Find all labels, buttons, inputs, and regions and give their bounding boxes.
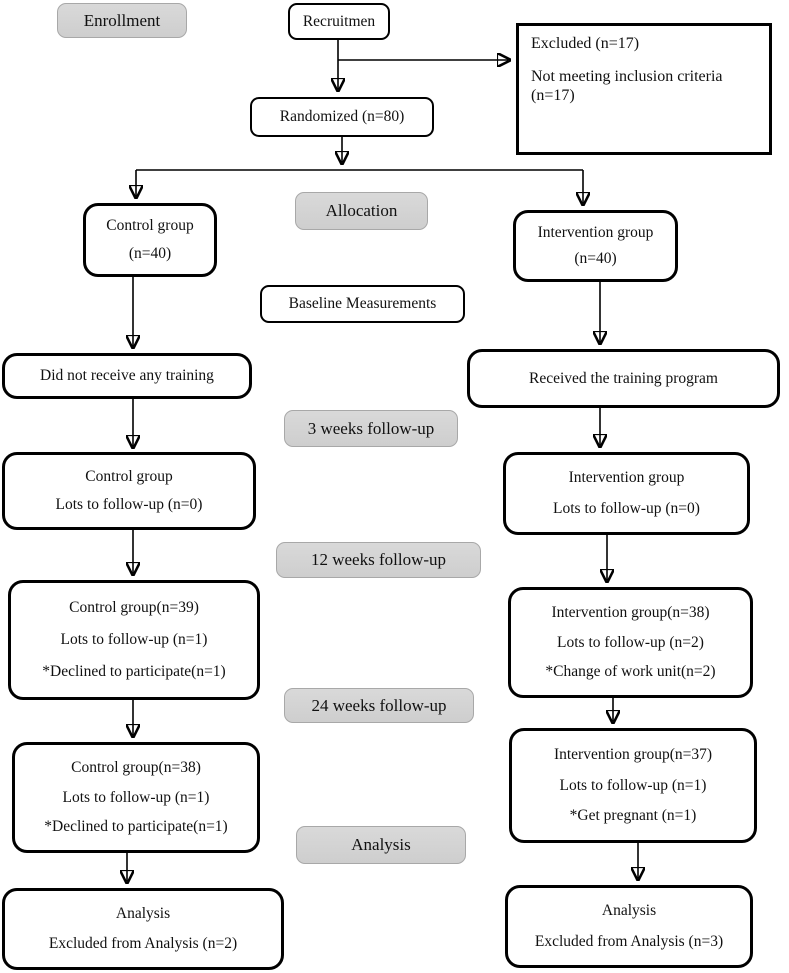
node-line: Received the training program	[529, 369, 718, 387]
stage-label-text: Allocation	[325, 201, 398, 220]
node-line: *Change of work unit(n=2)	[545, 663, 716, 681]
node-line: Lots to follow-up (n=1)	[62, 788, 210, 806]
stage-label-text: 12 weeks follow-up	[310, 550, 447, 569]
node-line: Did not receive any training	[40, 367, 214, 385]
node-intervention-24-weeks: Intervention group(n=37) Lots to follow-…	[509, 728, 757, 843]
node-control-analysis: Analysis Excluded from Analysis (n=2)	[2, 888, 284, 970]
node-line: Lots to follow-up (n=0)	[553, 499, 700, 517]
stage-label-text: Analysis	[351, 835, 411, 854]
node-line: Intervention group(n=37)	[553, 745, 713, 763]
node-control-baseline: Did not receive any training	[2, 353, 252, 399]
stage-label-text: 24 weeks follow-up	[311, 695, 447, 715]
node-control-12-weeks: Control group(n=39) Lots to follow-up (n…	[8, 580, 260, 700]
node-line: Excluded (n=17)	[531, 35, 640, 52]
node-line: (n=40)	[128, 244, 172, 262]
node-line: Intervention group(n=38)	[551, 603, 710, 621]
node-line: *Declined to participate(n=1)	[44, 818, 228, 836]
node-line: *Get pregnant (n=1)	[569, 807, 697, 825]
node-intervention-12-weeks: Intervention group(n=38) Lots to follow-…	[508, 587, 753, 698]
node-intervention-baseline: Received the training program	[467, 349, 780, 408]
node-line: Recruitmen	[302, 12, 376, 30]
node-line: Control group	[106, 217, 194, 235]
stage-label-text: 3 weeks follow-up	[307, 418, 435, 438]
node-randomized: Randomized (n=80)	[250, 97, 434, 137]
stage-label-12-weeks-follow-up: 12 weeks follow-up	[276, 542, 481, 578]
node-line: Randomized (n=80)	[279, 108, 405, 126]
stage-label-allocation: Allocation	[295, 192, 428, 230]
node-line: Control group(n=39)	[69, 599, 199, 617]
stage-label-3-weeks-follow-up: 3 weeks follow-up	[284, 410, 458, 447]
node-excluded: Excluded (n=17) Not meeting inclusion cr…	[516, 23, 772, 155]
node-line: Lots to follow-up (n=0)	[55, 496, 203, 514]
node-intervention-analysis: Analysis Excluded from Analysis (n=3)	[505, 885, 753, 968]
node-line: Lots to follow-up (n=1)	[60, 631, 208, 649]
node-line: Intervention group	[568, 469, 685, 487]
node-intervention-allocation: Intervention group (n=40)	[513, 210, 678, 282]
node-line: Control group(n=38)	[71, 758, 201, 776]
node-recruitment: Recruitmen	[288, 3, 390, 40]
node-line: Analysis	[115, 905, 171, 923]
node-control-allocation: Control group (n=40)	[83, 203, 217, 277]
node-line: Lots to follow-up (n=1)	[559, 776, 707, 794]
stage-label-text: Enrollment	[83, 10, 161, 30]
node-line: (n=40)	[574, 250, 617, 268]
stage-label-baseline-measurements: Baseline Measurements	[260, 285, 465, 323]
stage-label-enrollment: Enrollment	[57, 3, 187, 38]
node-control-3-weeks: Control group Lots to follow-up (n=0)	[2, 452, 256, 530]
node-line: Lots to follow-up (n=2)	[557, 633, 704, 651]
stage-label-text: Baseline Measurements	[288, 295, 437, 312]
stage-label-analysis: Analysis	[296, 826, 466, 864]
node-line: Excluded from Analysis (n=3)	[534, 932, 724, 950]
stage-label-24-weeks-follow-up: 24 weeks follow-up	[284, 688, 474, 723]
node-line: Not meeting inclusion criteria (n=17)	[531, 68, 723, 104]
node-line: Analysis	[601, 902, 657, 920]
node-intervention-3-weeks: Intervention group Lots to follow-up (n=…	[503, 452, 750, 535]
node-line: *Declined to participate(n=1)	[42, 663, 226, 681]
node-control-24-weeks: Control group(n=38) Lots to follow-up (n…	[12, 742, 260, 853]
node-line: Excluded from Analysis (n=2)	[48, 935, 238, 953]
node-line: Intervention group	[537, 223, 654, 241]
node-line: Control group	[85, 467, 173, 485]
